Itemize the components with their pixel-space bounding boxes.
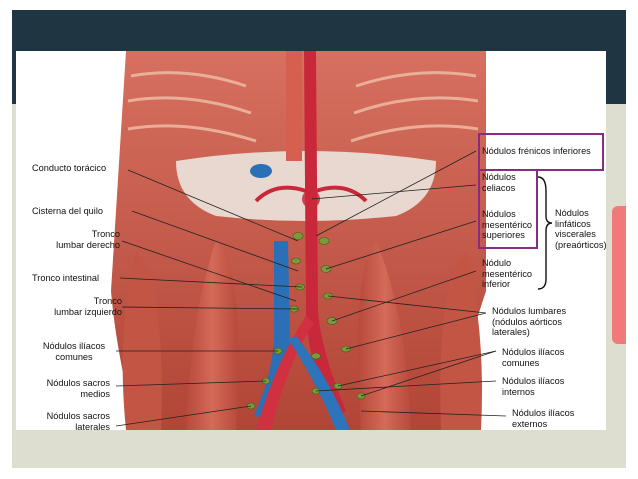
label-nodulos-linfaticos-viscerales: Nódulos linfáticos viscerales (preaórtic… <box>555 208 606 250</box>
label-conducto-toracico: Conducto torácico <box>32 163 107 173</box>
label-nodulos-iliacos-comunes-right: Nódulos ilíacos comunes <box>502 347 565 368</box>
label-tronco-intestinal: Tronco intestinal <box>32 273 100 283</box>
label-nodulo-mesenterico-inferior: Nódulo mesentérico inferior <box>482 258 533 289</box>
slide: Conducto torácico Cisterna del quilo Tro… <box>12 10 626 468</box>
bracket <box>537 176 553 290</box>
highlight-box-mesenterico <box>478 169 538 249</box>
quadratus-left <box>440 251 482 430</box>
aorta <box>304 51 346 417</box>
label-nodulos-frenicos-inferiores: Nódulos frénicos inferiores <box>482 146 591 156</box>
accent-tab <box>612 206 626 344</box>
esophagus <box>286 51 302 161</box>
highlight-box-frenicos <box>478 133 604 171</box>
anatomy-figure: Conducto torácico Cisterna del quilo Tro… <box>16 51 606 430</box>
label-tronco-lumbar-derecho: Tronco lumbar derecho <box>56 229 120 250</box>
psoas-left <box>358 241 411 430</box>
label-nodulos-sacros-laterales: Nódulos sacros laterales <box>46 411 110 430</box>
label-tronco-lumbar-izquierdo: Tronco lumbar izquierdo <box>54 296 122 317</box>
label-nodulos-celiacos: Nódulos celiacos <box>482 172 516 193</box>
label-nodulos-iliacos-comunes-left: Nódulos ilíacos comunes <box>42 341 106 362</box>
label-cisterna-quilo: Cisterna del quilo <box>32 206 103 216</box>
label-nodulos-lumbares: Nódulos lumbares (nódulos aórticos later… <box>492 306 567 337</box>
label-nodulos-sacros-medios: Nódulos sacros medios <box>46 378 110 399</box>
label-nodulos-iliacos-externos: Nódulos ilíacos externos <box>512 408 575 429</box>
label-nodulos-mesenterico-superiores: Nódulos mesentérico superiores <box>482 209 533 240</box>
anatomy-illustration <box>111 51 553 430</box>
label-nodulos-iliacos-internos: Nódulos ilíacos internos <box>502 376 565 397</box>
